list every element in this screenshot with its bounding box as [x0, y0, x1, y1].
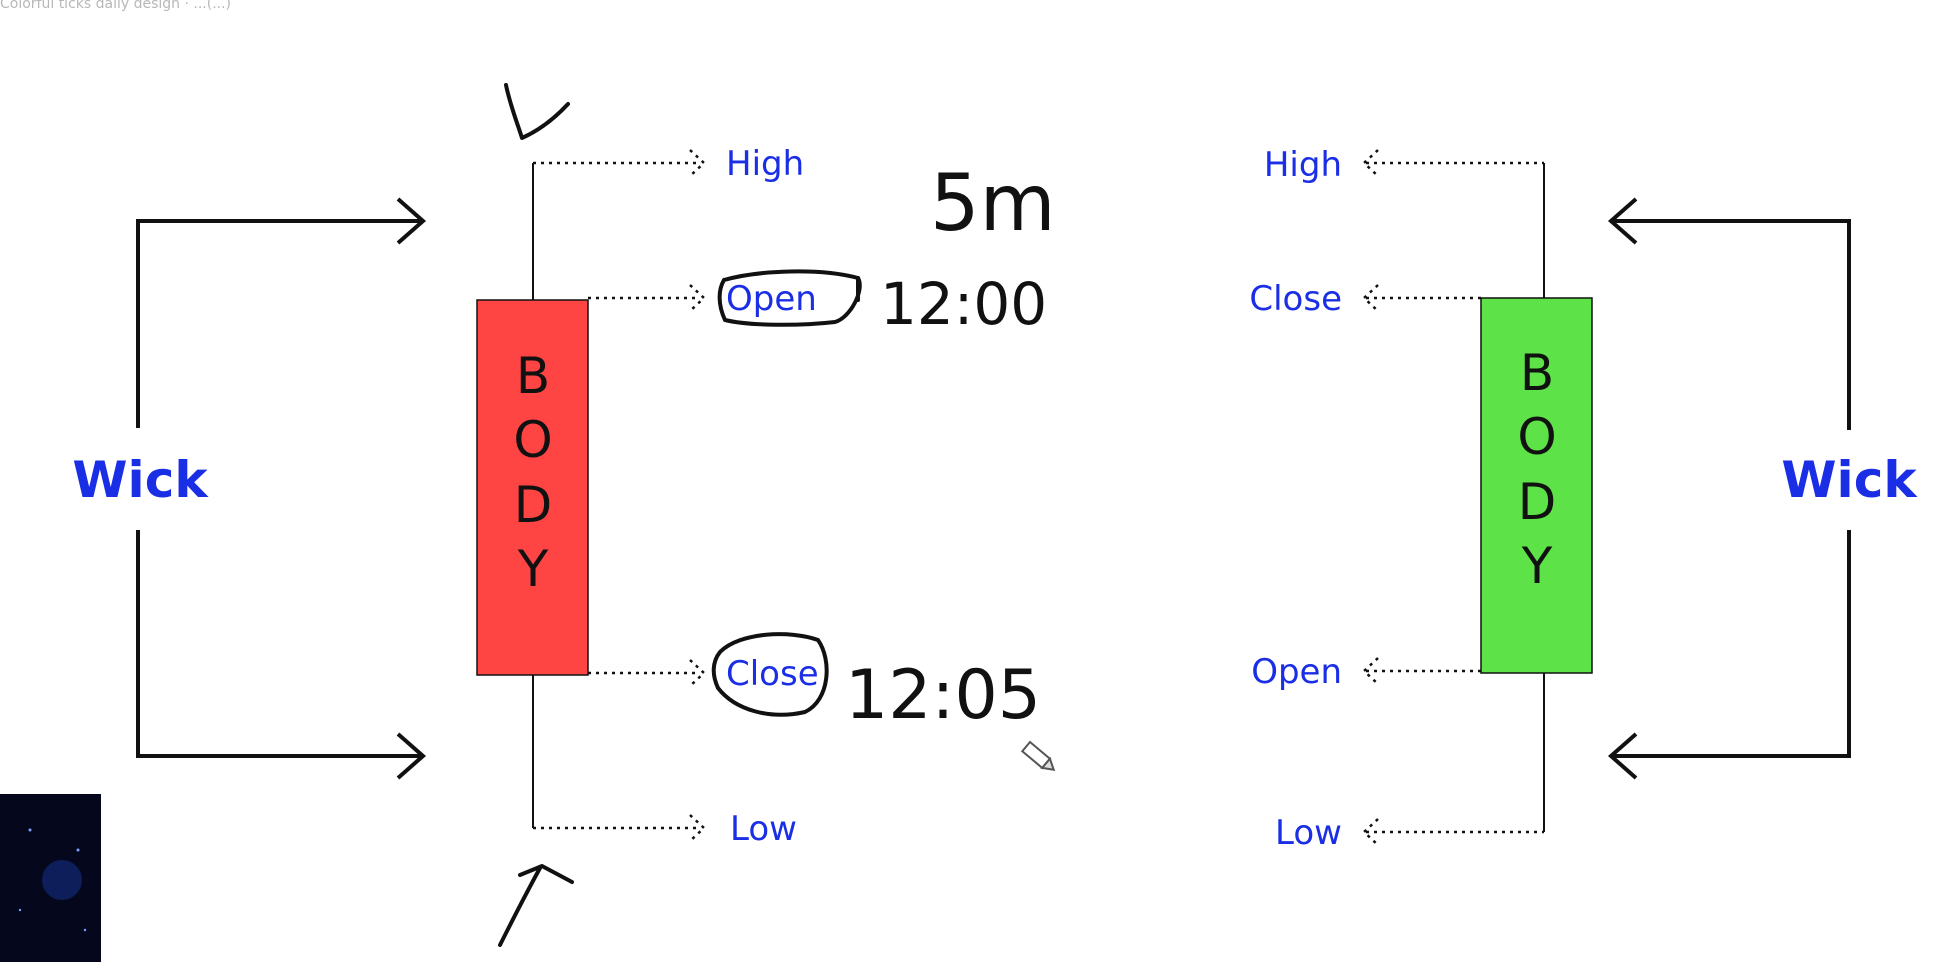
left-bracket-upper-arrow-icon: [396, 197, 427, 245]
right-label-high: High: [1264, 145, 1342, 185]
hand-up-arrow-icon: [498, 864, 574, 947]
right-bracket-lower: [1612, 530, 1851, 758]
left-body-letter-b: B: [516, 347, 550, 405]
webcam-star: [28, 828, 32, 832]
webcam-star: [83, 928, 87, 932]
left-body-letter-d: D: [514, 476, 553, 534]
right-bracket-upper: [1612, 219, 1851, 430]
right-candle-body: [1480, 297, 1593, 674]
left-bracket-upper: [136, 219, 420, 428]
webcam-star: [18, 908, 22, 912]
webcam-thumbnail: [0, 794, 101, 962]
right-wick-bracket: [1607, 197, 1851, 780]
open-time-annotation: 12:00: [880, 270, 1047, 338]
right-bracket-lower-arrow-icon: [1607, 732, 1638, 780]
left-pointers: [533, 149, 706, 842]
left-bracket-lower: [136, 530, 420, 758]
left-body-letter-o: O: [513, 411, 552, 469]
left-bracket-lower-arrow-icon: [396, 732, 427, 780]
right-label-low: Low: [1275, 813, 1342, 853]
webcam-thumbnail-bg: [0, 794, 101, 962]
pencil-cursor-icon: [1020, 740, 1056, 771]
wick-label-right: Wick: [1781, 451, 1918, 509]
hand-down-arrow-icon: [504, 83, 570, 140]
left-label-open: Open: [726, 279, 817, 319]
left-body-letter-y: Y: [517, 540, 549, 598]
left-low-arrowhead-icon: [689, 814, 706, 842]
right-candle: B O D Y: [1480, 163, 1593, 832]
right-body-letter-b: B: [1520, 344, 1554, 402]
right-body-letter-d: D: [1518, 473, 1557, 531]
open-circle-mark: [717, 269, 862, 327]
webcam-star: [76, 848, 80, 852]
left-candle-body: [476, 299, 589, 676]
right-label-close: Close: [1249, 279, 1342, 319]
close-time-annotation: 12:05: [845, 656, 1041, 735]
left-label-low: Low: [730, 809, 797, 849]
left-label-high: High: [726, 144, 804, 184]
wick-label-left: Wick: [72, 451, 209, 509]
left-label-close: Close: [726, 654, 819, 694]
timeframe-annotation: 5m: [930, 159, 1056, 249]
left-wick-bracket: [136, 197, 427, 780]
right-label-open: Open: [1251, 652, 1342, 692]
right-body-letter-y: Y: [1521, 537, 1553, 595]
close-circle-mark: [711, 632, 829, 717]
right-pointers: [1362, 149, 1544, 846]
left-candle: B O D Y: [476, 163, 589, 828]
left-high-arrowhead-icon: [689, 149, 706, 177]
right-body-letter-o: O: [1517, 408, 1556, 466]
webcam-glow: [42, 860, 82, 900]
top-caption: Colorful ticks daily design · ...(...): [0, 0, 231, 12]
right-bracket-upper-arrow-icon: [1607, 197, 1638, 245]
